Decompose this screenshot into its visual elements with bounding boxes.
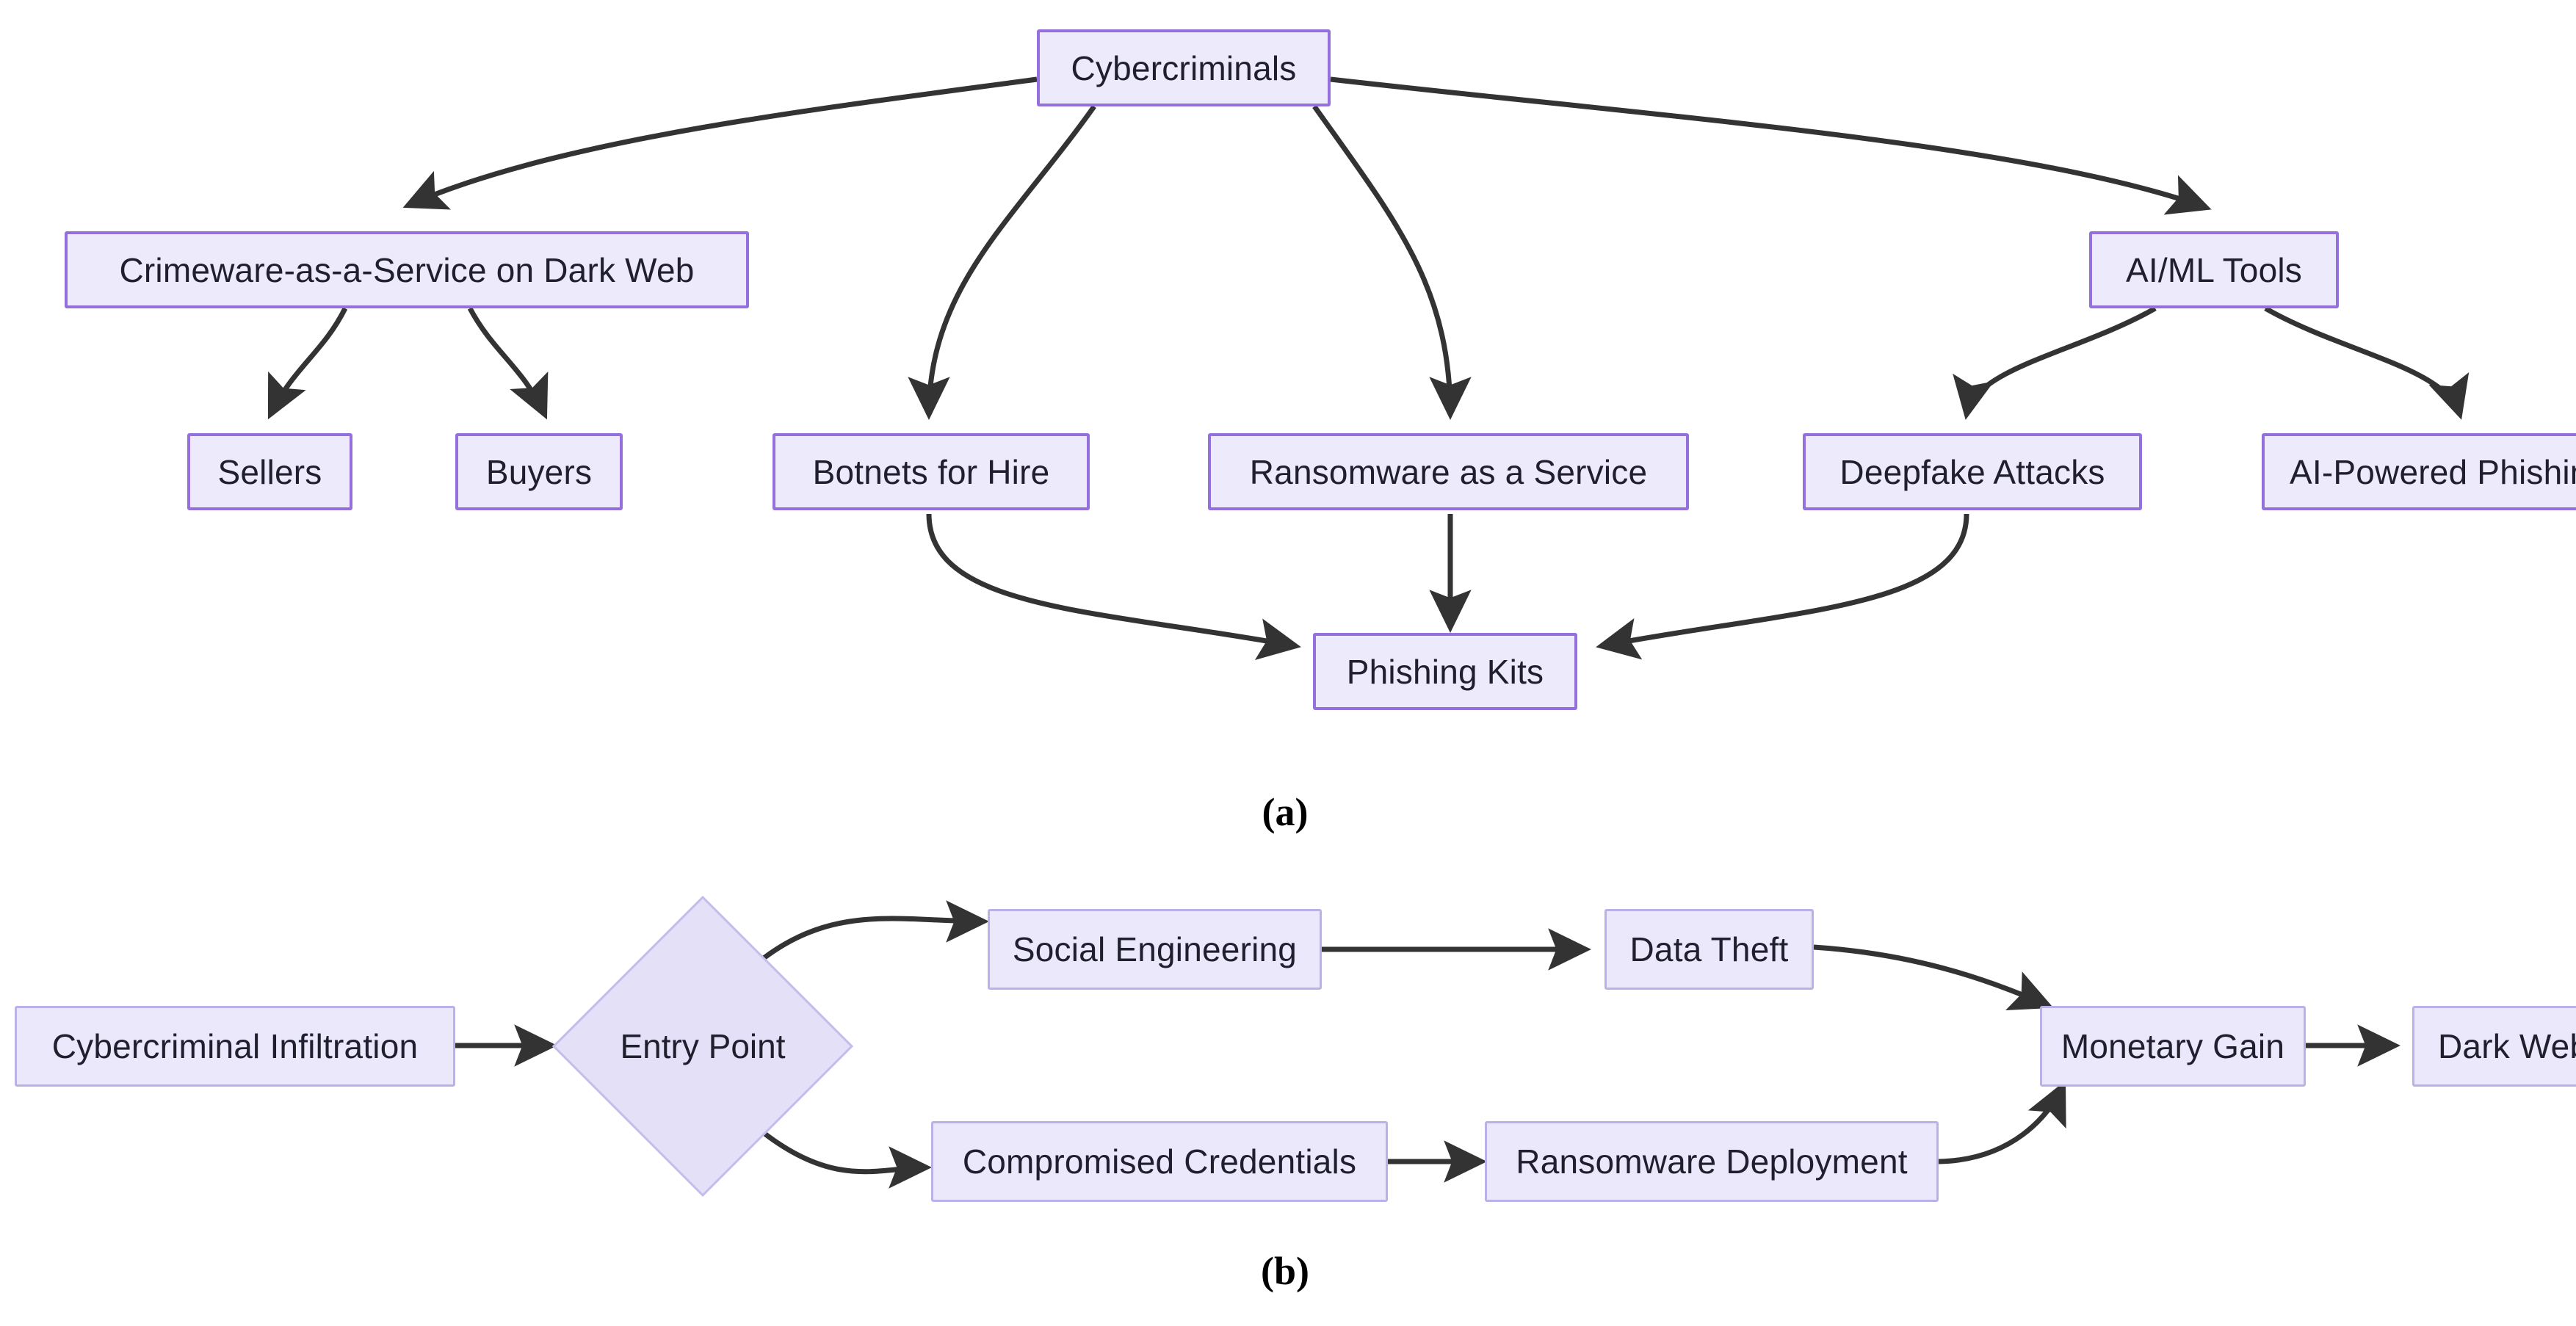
edge-deepfake-phishingkits bbox=[1596, 513, 1969, 660]
entry-point-label: Entry Point bbox=[620, 1027, 786, 1065]
edge-cybercriminals-aiml bbox=[1330, 76, 2212, 215]
edge-cybercriminals-raas bbox=[1312, 104, 1472, 420]
edge-cybercriminals-crimeware bbox=[402, 76, 1038, 210]
edge-ransomdeploy-monetary bbox=[1938, 1080, 2066, 1164]
edge-datatheft-monetary bbox=[1813, 944, 2054, 1010]
node-ransomware-as-a-service[interactable]: Ransomware as a Service bbox=[1208, 433, 1689, 510]
node-compromised-credentials[interactable]: Compromised Credentials bbox=[931, 1121, 1388, 1202]
edge-botnets-phishingkits bbox=[926, 513, 1301, 660]
panel-a-caption: (a) bbox=[1262, 790, 1309, 834]
node-sellers[interactable]: Sellers bbox=[187, 433, 352, 510]
node-ai-powered-phishing[interactable]: AI-Powered Phishing bbox=[2262, 433, 2576, 510]
node-cybercriminal-infiltration[interactable]: Cybercriminal Infiltration bbox=[15, 1006, 455, 1087]
node-data-theft[interactable]: Data Theft bbox=[1604, 909, 1814, 990]
node-monetary-gain[interactable]: Monetary Gain bbox=[2040, 1006, 2306, 1087]
node-buyers[interactable]: Buyers bbox=[455, 433, 623, 510]
node-dark-web[interactable]: Dark Web bbox=[2412, 1006, 2576, 1087]
node-social-engineering[interactable]: Social Engineering bbox=[988, 909, 1322, 990]
edge-crimeware-buyers bbox=[467, 307, 549, 420]
node-deepfake-attacks[interactable]: Deepfake Attacks bbox=[1803, 433, 2142, 510]
node-cybercriminals[interactable]: Cybercriminals bbox=[1037, 29, 1331, 106]
node-botnets-for-hire[interactable]: Botnets for Hire bbox=[773, 433, 1090, 510]
node-phishing-kits[interactable]: Phishing Kits bbox=[1313, 633, 1577, 710]
node-crimeware-as-a-service[interactable]: Crimeware-as-a-Service on Dark Web bbox=[65, 231, 749, 308]
edge-crimeware-sellers bbox=[267, 307, 348, 420]
edge-aiml-deepfake bbox=[1953, 305, 2157, 420]
node-entry-point[interactable]: Entry Point bbox=[551, 895, 854, 1198]
edge-aiml-aiphishing bbox=[2264, 305, 2470, 420]
node-ai-ml-tools[interactable]: AI/ML Tools bbox=[2089, 231, 2339, 308]
node-ransomware-deployment[interactable]: Ransomware Deployment bbox=[1485, 1121, 1939, 1202]
panel-b-caption: (b) bbox=[1261, 1249, 1309, 1293]
edge-cybercriminals-botnets bbox=[908, 104, 1096, 420]
